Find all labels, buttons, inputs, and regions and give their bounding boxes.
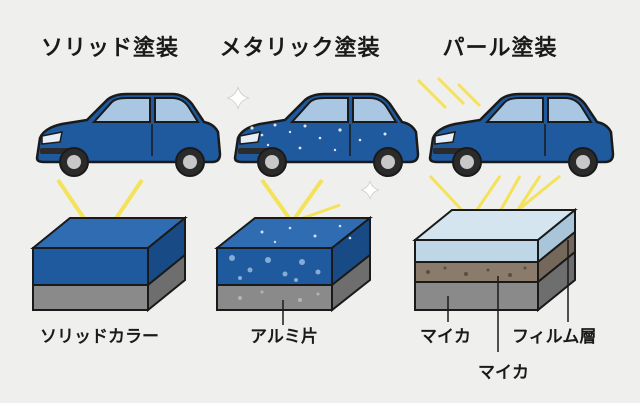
metallic-layer-block [214,215,373,313]
sparkle-icon [226,86,250,110]
mica-label-lower: マイカ [478,363,529,383]
solid-paint-title: ソリッド塗装 [40,36,179,61]
pearl-layer-block [412,207,578,313]
metallic-car-icon [233,92,420,178]
solid-car-icon [35,92,222,178]
pearl-car-icon [428,92,615,178]
metallic-paint-title: メタリック塗装 [219,36,381,61]
film-layer-label: フィルム層 [512,327,597,347]
mica-label: マイカ [420,327,471,347]
solid-color-label: ソリッドカラー [40,327,159,347]
pearl-paint-title: パール塗装 [442,36,558,61]
sparkle-icon [360,180,380,200]
aluminum-flake-label: アルミ片 [250,327,318,347]
solid-layer-block [30,215,188,313]
